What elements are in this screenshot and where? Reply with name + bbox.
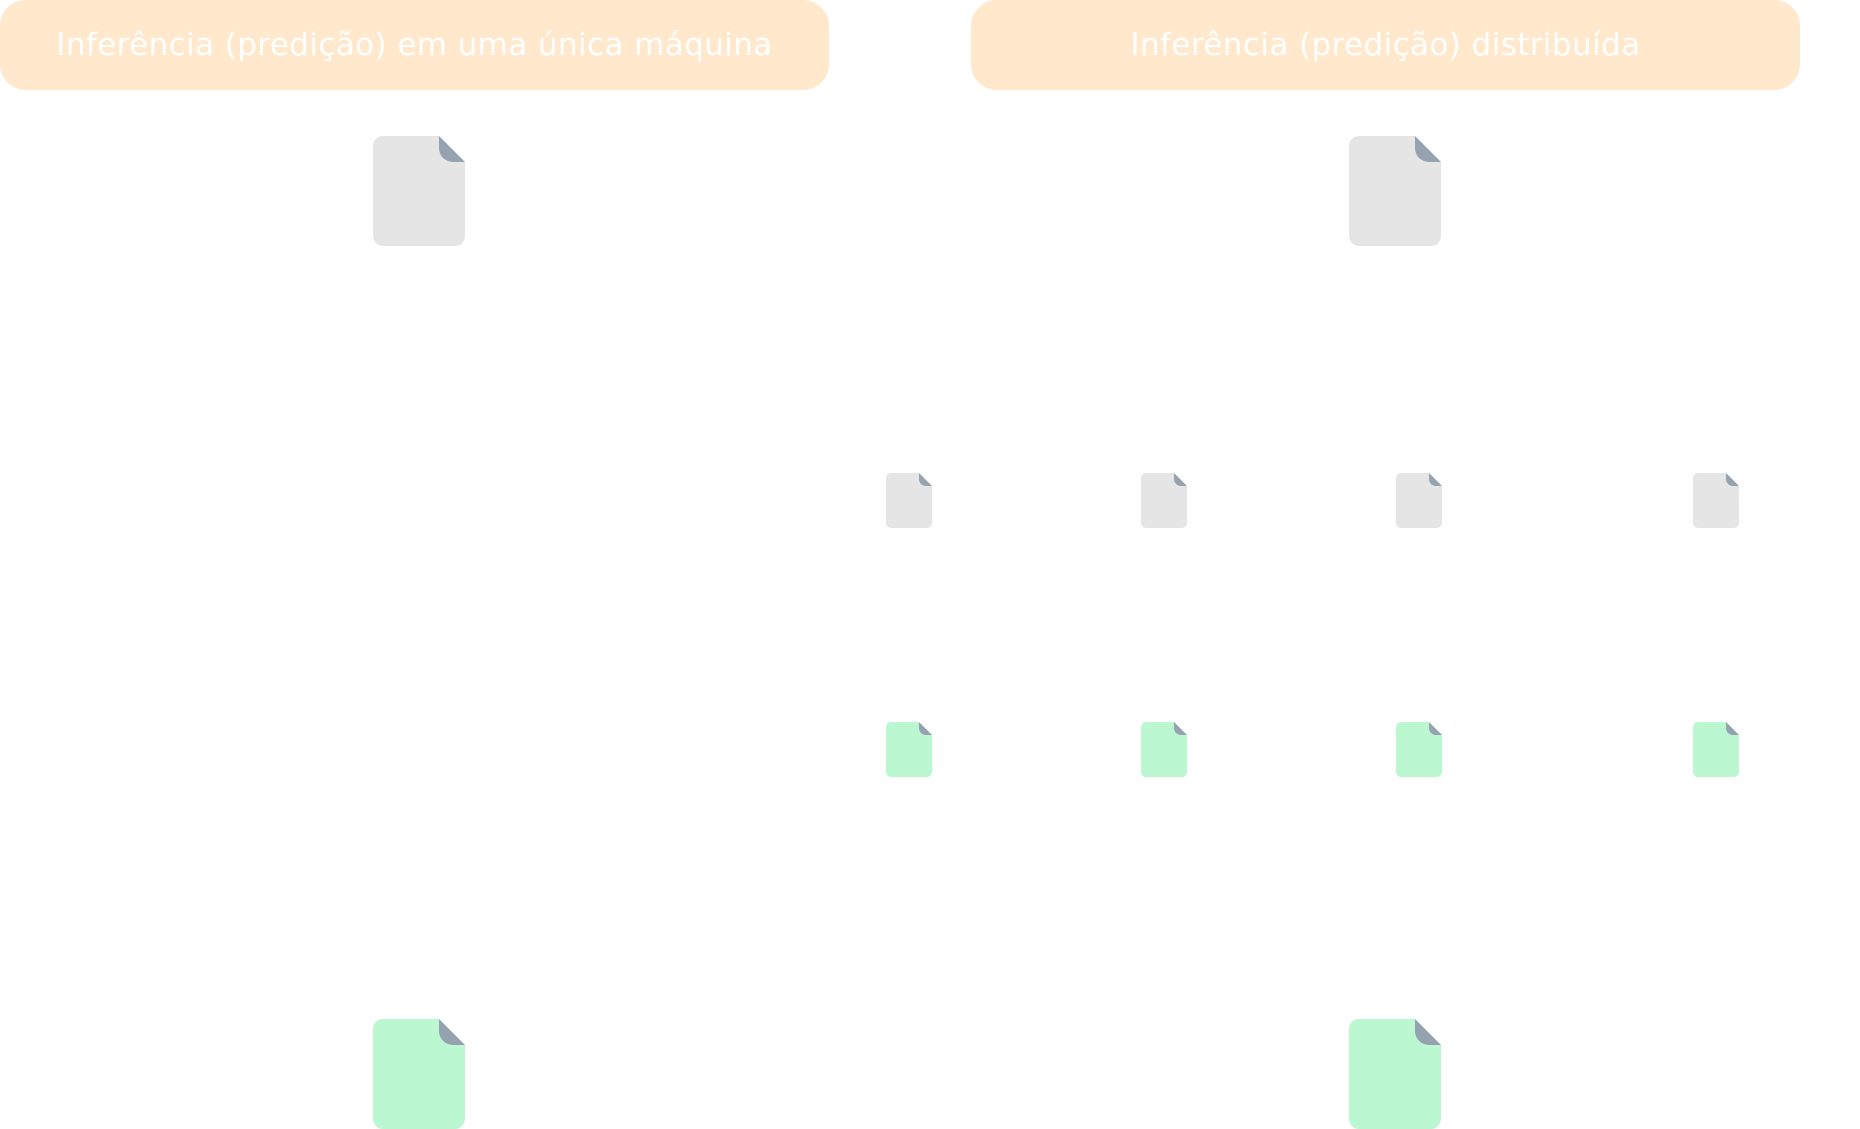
partition-output-file-icon <box>1693 722 1739 777</box>
partition-input-file-icon <box>886 473 932 528</box>
single-output-file-icon <box>373 1019 465 1129</box>
single-machine-inference-title: Inferência (predição) em uma única máqui… <box>56 27 773 63</box>
partition-output-file-icon <box>1396 722 1442 777</box>
partition-output-file-icon <box>886 722 932 777</box>
single-input-file-icon <box>373 136 465 246</box>
distributed-input-file-icon <box>1349 136 1441 246</box>
partition-input-file-icon <box>1693 473 1739 528</box>
partition-input-file-icon <box>1396 473 1442 528</box>
distributed-inference-header: Inferência (predição) distribuída <box>971 0 1800 90</box>
distributed-inference-title: Inferência (predição) distribuída <box>1130 27 1641 63</box>
partition-input-file-icon <box>1141 473 1187 528</box>
single-machine-inference-header: Inferência (predição) em uma única máqui… <box>0 0 829 90</box>
distributed-output-file-icon <box>1349 1019 1441 1129</box>
partition-output-file-icon <box>1141 722 1187 777</box>
